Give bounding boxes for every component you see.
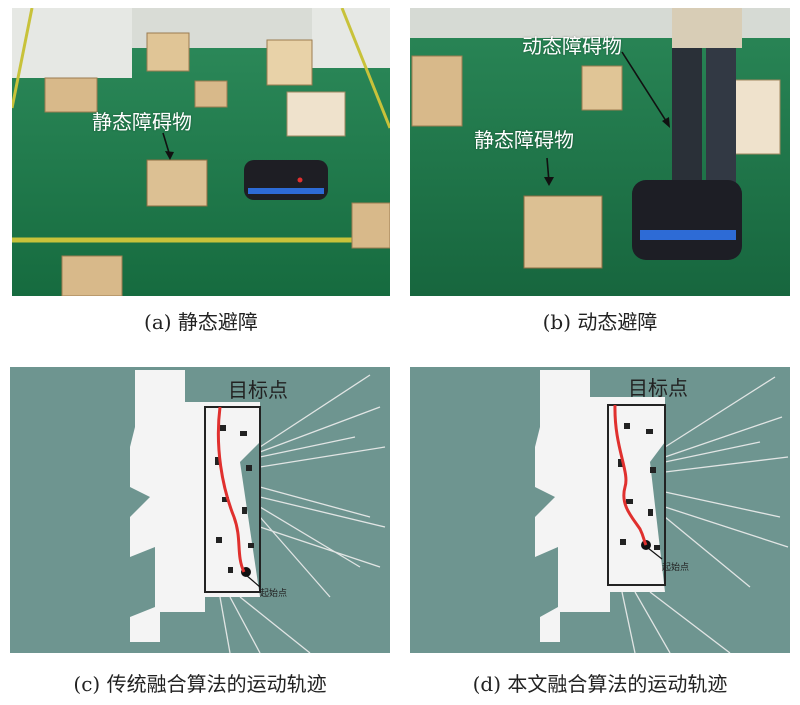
- dynamic-obstacle-label: 动态障碍物: [522, 34, 622, 58]
- person: [672, 48, 702, 198]
- trajectory-path: [216, 406, 246, 573]
- static-obstacle-label-b: 静态障碍物: [474, 128, 574, 152]
- static-obstacle-box: [146, 159, 208, 207]
- robot: [632, 180, 742, 260]
- trajectory-path: [613, 404, 648, 546]
- start-label-c: 起始点: [260, 589, 288, 599]
- caption-c: (c) 传统融合算法的运动轨迹: [73, 672, 327, 696]
- panel-c-map: [10, 367, 390, 653]
- static-obstacle-box: [523, 195, 603, 269]
- map-proposed: [410, 367, 790, 653]
- static-avoidance-photo: [12, 8, 390, 296]
- panel-d-map: [410, 367, 790, 653]
- panel-b-photo: [410, 8, 790, 296]
- dynamic-avoidance-photo: [410, 8, 790, 296]
- goal-label-c: 目标点: [228, 378, 288, 402]
- caption-a: (a) 静态避障: [144, 310, 258, 334]
- caption-b: (b) 动态避障: [542, 310, 658, 334]
- static-obstacle-label-a: 静态障碍物: [92, 110, 192, 134]
- panel-a-photo: [12, 8, 390, 296]
- caption-d: (d) 本文融合算法的运动轨迹: [472, 672, 728, 696]
- goal-label-d: 目标点: [628, 376, 688, 400]
- start-label-d: 起始点: [662, 563, 690, 573]
- map-traditional: [10, 367, 390, 653]
